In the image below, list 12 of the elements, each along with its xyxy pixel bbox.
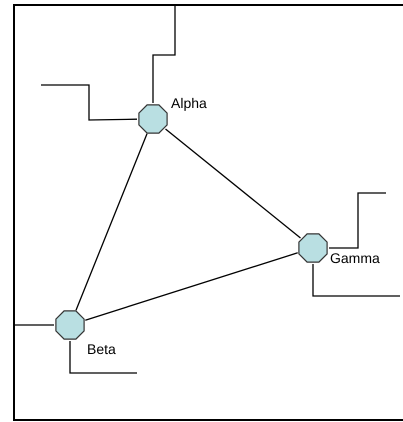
connector-line bbox=[329, 192, 386, 249]
connector-line bbox=[69, 341, 137, 374]
node-name-label: Beta bbox=[87, 341, 116, 357]
connector-line bbox=[41, 84, 138, 121]
node-name-label: Alpha bbox=[171, 95, 207, 111]
connector-line bbox=[14, 324, 54, 326]
node-name-label: Gamma bbox=[330, 250, 380, 266]
connector-line bbox=[85, 252, 298, 321]
connector-line bbox=[75, 134, 148, 310]
connector-line bbox=[152, 5, 176, 103]
connector-line bbox=[312, 264, 400, 297]
connector-line bbox=[165, 128, 301, 238]
